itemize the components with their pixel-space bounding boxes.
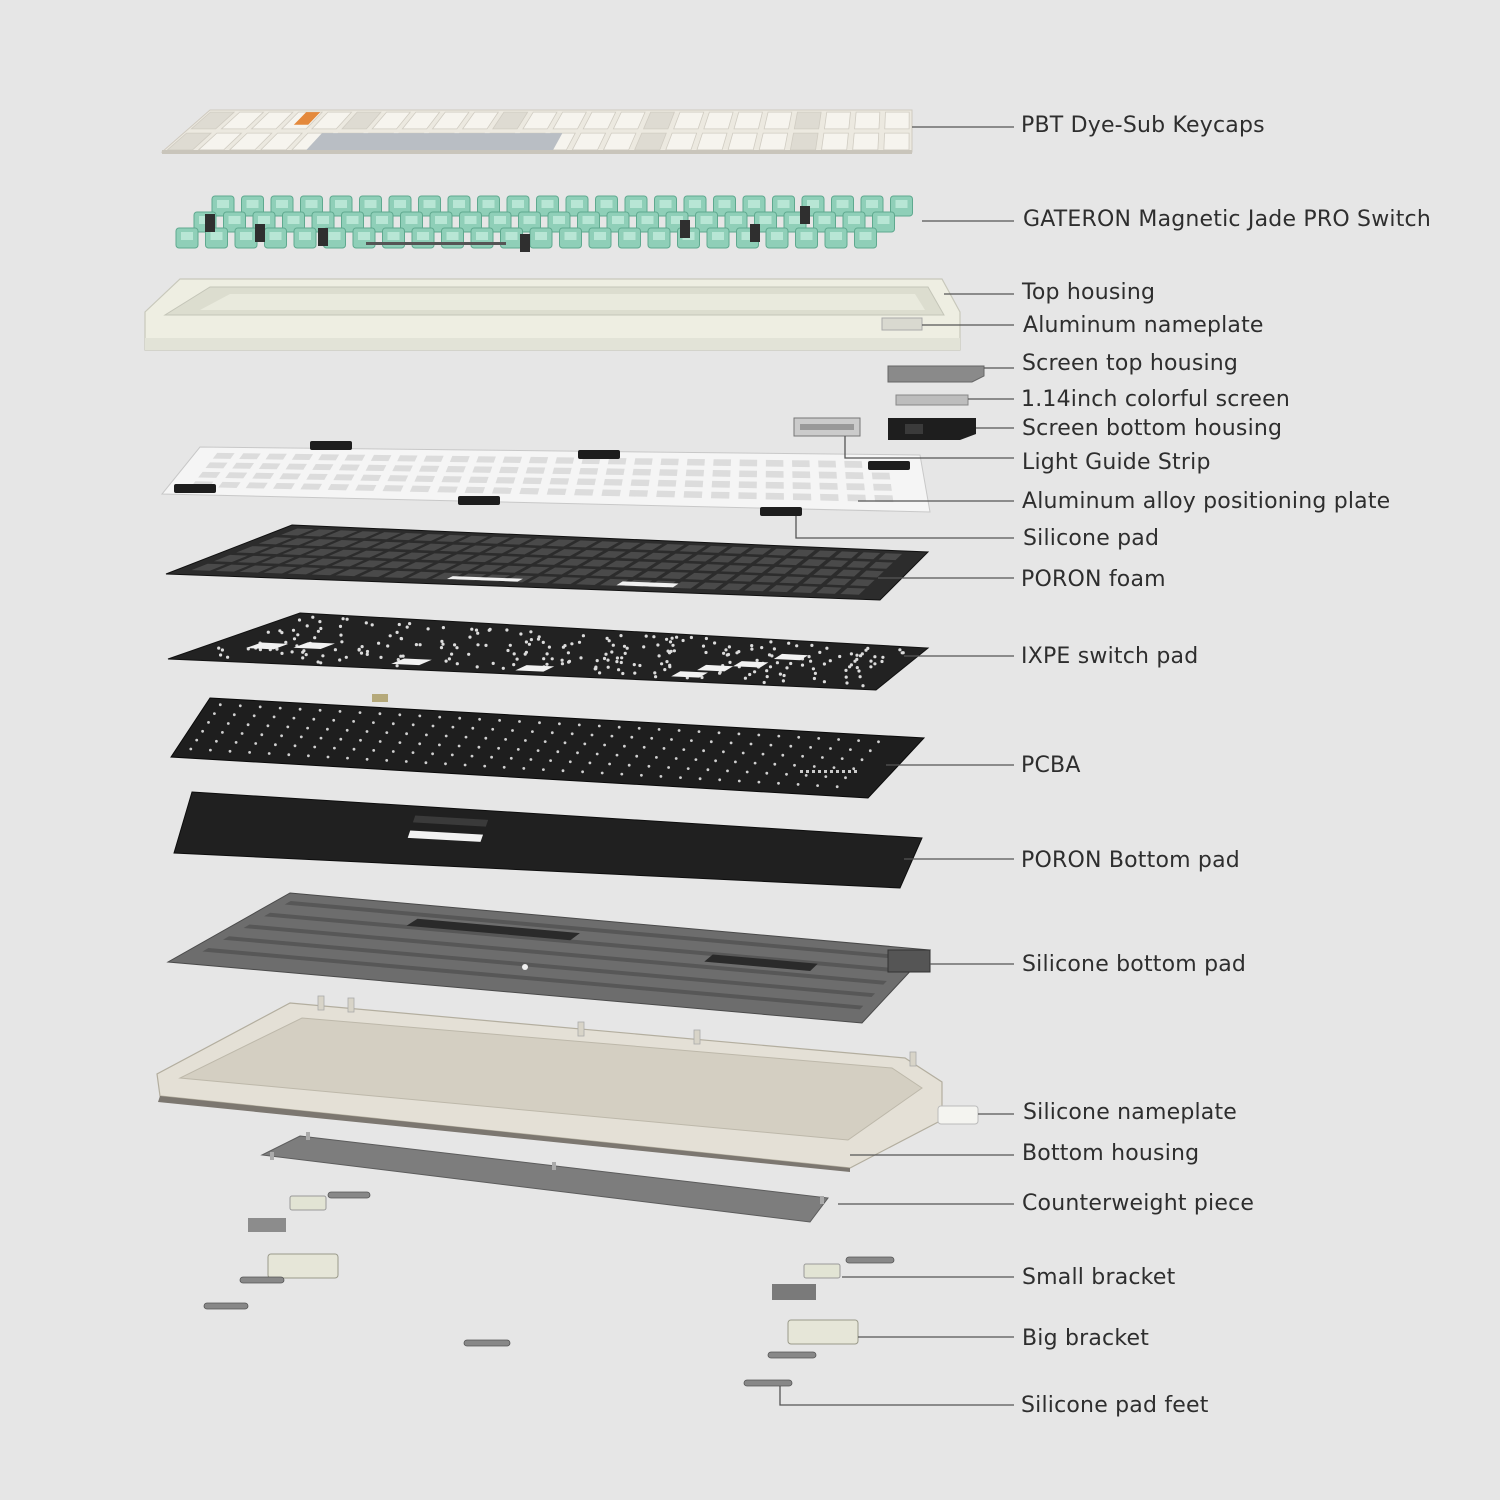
aluminum-nameplate-label: Aluminum nameplate xyxy=(1023,313,1264,338)
silicone-pad-feet-leader-line xyxy=(779,1386,1014,1406)
brackets-and-feet xyxy=(203,1191,895,1387)
silicone-bottom-pad-label: Silicone bottom pad xyxy=(1022,952,1247,977)
poron-foam-part xyxy=(165,524,930,601)
poron-foam-label: PORON foam xyxy=(1021,567,1166,592)
ixpe-switch-pad-label: IXPE switch pad xyxy=(1021,644,1199,669)
keycaps-label: PBT Dye-Sub Keycaps xyxy=(1021,113,1265,138)
switches-part xyxy=(175,195,913,252)
silicone-nameplate-part xyxy=(937,1105,979,1125)
counterweight-part xyxy=(260,1132,829,1223)
poron-bottom-pad-label: PORON Bottom pad xyxy=(1021,848,1240,873)
silicone-pad-label: Silicone pad xyxy=(1023,526,1160,551)
silicone-nameplate-label: Silicone nameplate xyxy=(1023,1100,1238,1125)
light-guide-strip-label: Light Guide Strip xyxy=(1022,450,1211,475)
small-bracket-label: Small bracket xyxy=(1022,1265,1176,1290)
poron-bottom-pad-part xyxy=(173,791,923,889)
counterweight-piece-label: Counterweight piece xyxy=(1022,1191,1255,1216)
screen-top-housing-label: Screen top housing xyxy=(1022,351,1239,376)
silicone-pad-leader-line xyxy=(795,516,1014,539)
light-guide-strip-leader-line xyxy=(844,436,1014,459)
positioning-plate-label: Aluminum alloy positioning plate xyxy=(1022,489,1391,514)
pcba-label: PCBA xyxy=(1021,753,1081,778)
screen-bottom-housing-label: Screen bottom housing xyxy=(1022,416,1283,441)
colorful-screen-label: 1.14inch colorful screen xyxy=(1021,387,1290,412)
pcba-part xyxy=(170,694,926,799)
ixpe-switch-pad-part xyxy=(167,612,930,691)
positioning-plate-part xyxy=(160,441,931,516)
silicone-bottom-pad-part xyxy=(166,892,932,1024)
switch-label: GATERON Magnetic Jade PRO Switch xyxy=(1023,207,1431,232)
screen-parts xyxy=(793,365,985,440)
top-housing-label: Top housing xyxy=(1022,280,1156,305)
big-bracket-label: Big bracket xyxy=(1022,1326,1150,1351)
top-housing-part xyxy=(144,278,961,351)
keycaps-part xyxy=(160,109,913,154)
bottom-housing-label: Bottom housing xyxy=(1022,1141,1200,1166)
silicone-pad-feet-label: Silicone pad feet xyxy=(1021,1393,1209,1418)
bottom-housing-part xyxy=(156,995,943,1172)
